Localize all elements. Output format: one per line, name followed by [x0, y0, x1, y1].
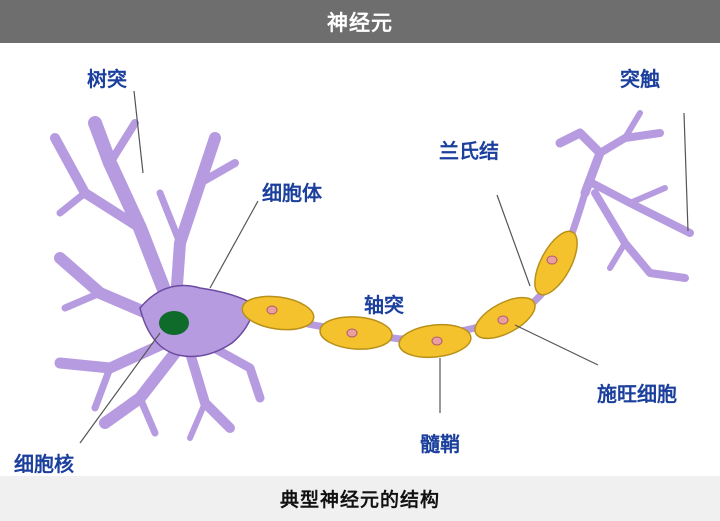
label-schwann-cell: 施旺细胞 — [597, 382, 677, 406]
label-myelin-sheath: 髓鞘 — [420, 432, 460, 456]
title-bar: 神经元 — [0, 0, 720, 43]
label-nucleus: 细胞核 — [14, 452, 74, 476]
myelin-segment — [241, 295, 315, 331]
cell-body — [139, 284, 256, 358]
label-axon: 轴突 — [364, 293, 404, 317]
dendrites — [50, 116, 265, 441]
label-dendrite: 树突 — [87, 67, 127, 91]
neuron-diagram — [50, 90, 694, 444]
diagram-stage: 树突 细胞体 细胞核 轴突 兰氏结 突触 施旺细胞 髓鞘 — [0, 43, 720, 476]
schwann-nuclei — [266, 255, 558, 346]
caption-bar: 典型神经元的结构 — [0, 476, 720, 521]
label-cell-body: 细胞体 — [262, 181, 322, 205]
axon-terminals — [555, 110, 694, 282]
diagram-title: 神经元 — [327, 10, 393, 35]
leader-lines — [79, 90, 689, 444]
label-axon-terminal: 突触 — [620, 67, 660, 91]
label-node-of-ranvier: 兰氏结 — [439, 139, 499, 163]
cell-nucleus — [159, 311, 189, 335]
diagram-caption: 典型神经元的结构 — [279, 489, 440, 511]
myelin-sheath — [241, 230, 578, 359]
